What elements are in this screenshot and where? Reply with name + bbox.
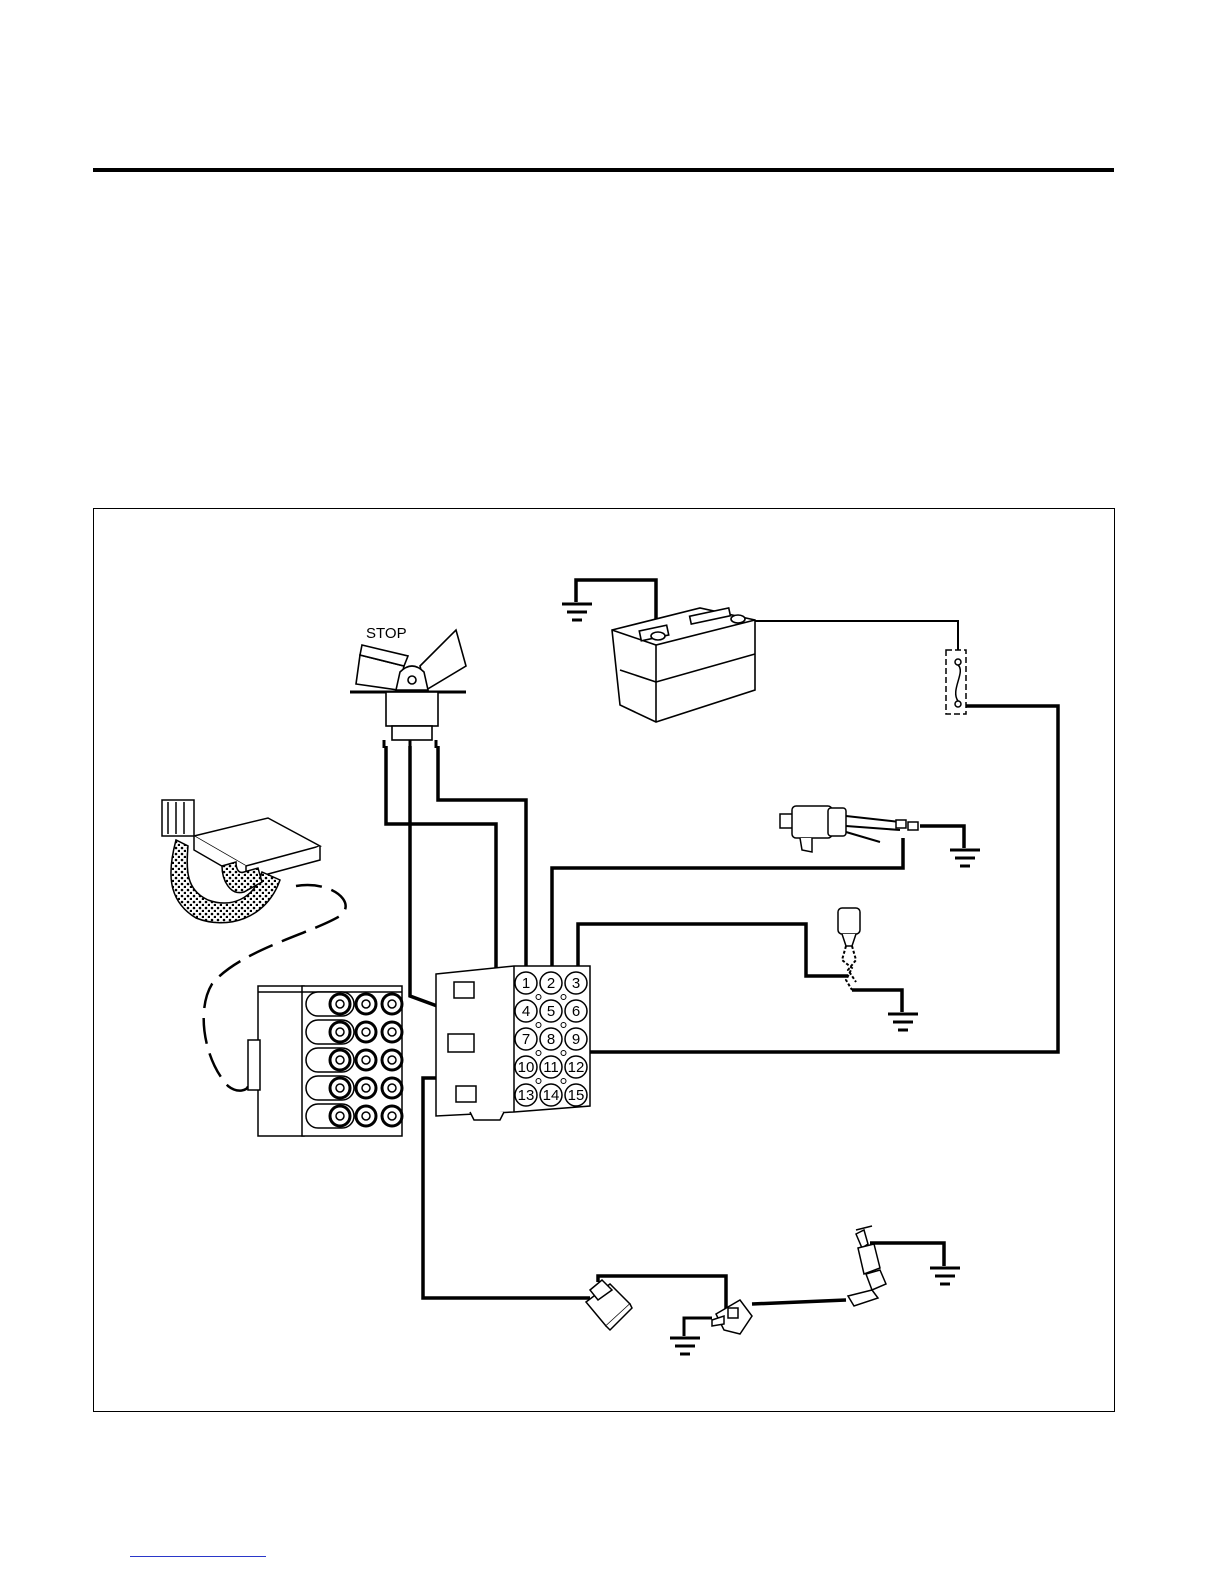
pin-key-dot (561, 995, 566, 1000)
fuse-icon (946, 650, 966, 714)
ground-icon-starter (670, 1338, 700, 1354)
ground-icon-sender (930, 1268, 960, 1284)
harness-socket-contact (388, 1000, 396, 1008)
stop-switch-icon (350, 630, 466, 748)
connector-pin-label: 12 (568, 1059, 585, 1076)
pin-key-dot (536, 1051, 541, 1056)
ground-icon-battery (562, 604, 592, 620)
connector-pin-label: 5 (547, 1003, 555, 1020)
pin-key-dot (536, 1079, 541, 1084)
harness-socket-contact (336, 1056, 344, 1064)
harness-socket-contact (336, 1028, 344, 1036)
harness-socket-contact (362, 1112, 370, 1120)
connector-pin-label: 6 (572, 1003, 580, 1020)
wire-starter-ground (684, 1318, 712, 1336)
ground-icon-pressure (888, 1014, 918, 1030)
connector-pin-label: 11 (543, 1059, 559, 1076)
harness-socket-contact (336, 1112, 344, 1120)
battery-icon (612, 608, 755, 722)
wire-solenoid-ground (920, 826, 964, 848)
wire-battery-fuse (740, 621, 958, 655)
connector-pin-label: 3 (572, 975, 580, 992)
wire-pressure-pin3 (578, 924, 848, 976)
stop-label: STOP (366, 625, 407, 642)
pin-key-dot (561, 1051, 566, 1056)
connector-pin-label: 8 (547, 1031, 555, 1048)
harness-socket-contact (362, 1028, 370, 1036)
connector-pin-label: 9 (572, 1031, 580, 1048)
harness-socket-contact (362, 1084, 370, 1092)
harness-socket-contact (362, 1000, 370, 1008)
harness-socket-contact (388, 1084, 396, 1092)
wire-starter-sender (752, 1300, 846, 1304)
pin-key-dot (536, 1023, 541, 1028)
controller-module-icon (162, 800, 320, 923)
wire-sender-ground (870, 1243, 944, 1266)
harness-socket-contact (336, 1000, 344, 1008)
connector-pin-label: 4 (522, 1003, 530, 1020)
wire-fuse-pin11 (540, 706, 1058, 1062)
pin-key-dot (536, 995, 541, 1000)
harness-socket-contact (388, 1056, 396, 1064)
connector-pin-label: 1 (522, 975, 530, 992)
harness-socket-contact (388, 1028, 396, 1036)
starter-solenoid-icon (712, 1300, 752, 1334)
harness-socket-contact (388, 1112, 396, 1120)
connector-pin-label: 15 (568, 1087, 585, 1104)
harness-socket-contact (362, 1056, 370, 1064)
connector-pin-label: 14 (543, 1087, 560, 1104)
connector-pin-label: 10 (518, 1059, 535, 1076)
connector-pin-label: 13 (518, 1087, 535, 1104)
fuel-solenoid-icon (780, 806, 918, 852)
harness-socket-contact (336, 1084, 344, 1092)
ground-icon-solenoid (950, 850, 980, 866)
connector-pin-label: 2 (547, 975, 555, 992)
pin-key-dot (561, 1079, 566, 1084)
pin-key-dot (561, 1023, 566, 1028)
connector-pin-label: 7 (522, 1031, 530, 1048)
temperature-sender-icon (848, 1226, 886, 1306)
wire-solenoid-pin2 (552, 838, 903, 972)
wire-pressure-ground (852, 990, 902, 1012)
wire-switch-pin1 (438, 746, 526, 972)
starter-relay-icon (586, 1280, 632, 1330)
